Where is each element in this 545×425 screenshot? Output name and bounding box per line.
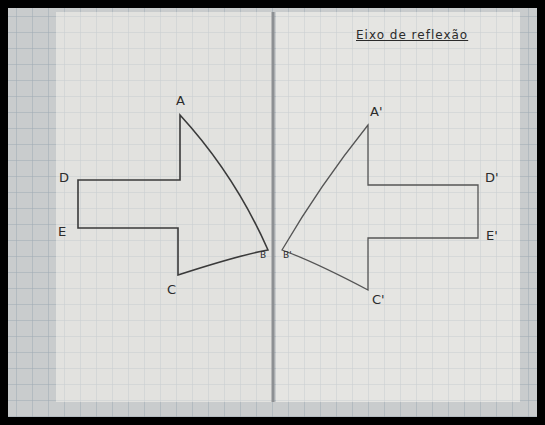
vertex-label: B' — [283, 251, 292, 261]
page-title: Eixo de reflexão — [356, 29, 468, 42]
vertex-label: D — [59, 171, 69, 185]
vertex-label: E' — [486, 229, 498, 243]
vertex-label: D' — [485, 171, 499, 185]
vertex-label: A — [176, 94, 185, 108]
vertex-label: E — [58, 225, 66, 239]
vertex-label: C' — [372, 293, 385, 307]
vertex-label: B — [260, 251, 266, 261]
vertex-label: C — [167, 283, 176, 297]
vertex-label: A' — [370, 105, 382, 119]
